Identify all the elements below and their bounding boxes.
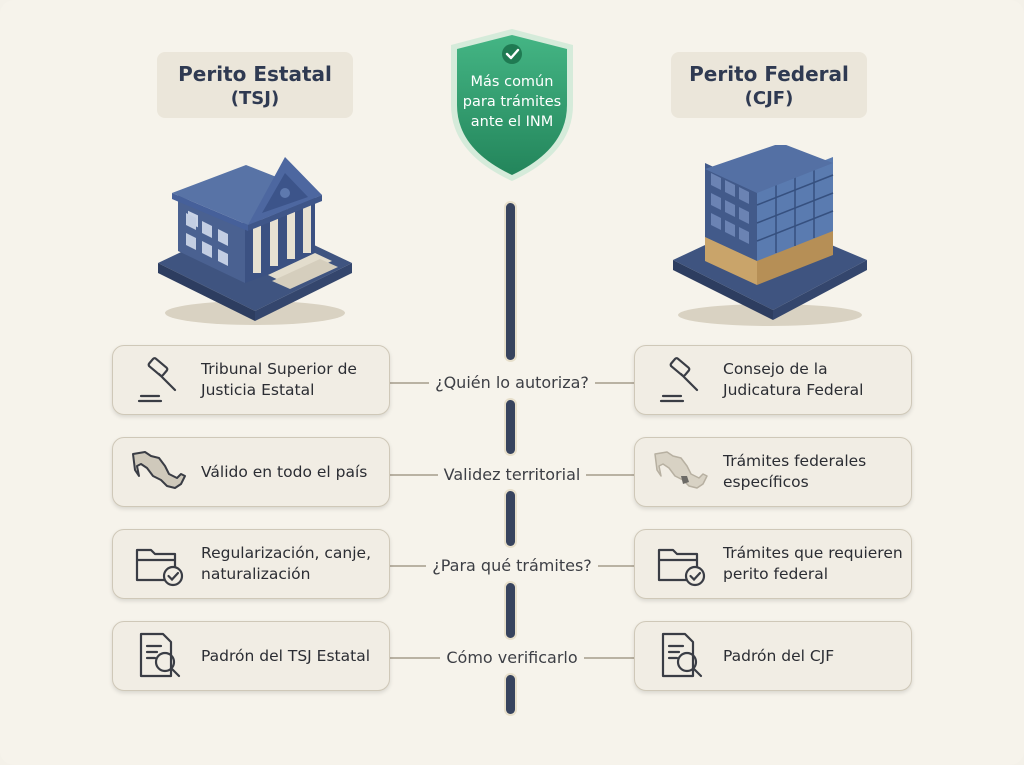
gavel-icon — [131, 352, 187, 408]
card-text-line-2: naturalización — [201, 565, 311, 583]
document-search-icon — [131, 628, 187, 684]
left-card-authority: Tribunal Superior de Justicia Estatal — [112, 345, 390, 415]
card-text-line-1: Trámites federales — [723, 452, 867, 470]
badge-line-3: ante el INM — [470, 114, 554, 130]
courthouse-building-icon — [158, 157, 352, 325]
card-text-line-1: Padrón del TSJ Estatal — [201, 646, 370, 665]
right-card-verification: Padrón del CJF — [634, 621, 912, 691]
criterion-label: ¿Quién lo autoriza? — [429, 372, 595, 392]
badge-line-2: para trámites — [462, 94, 562, 110]
card-text-line-1: Regularización, canje, — [201, 544, 371, 562]
title-perito-federal: Perito Federal (CJF) — [671, 52, 867, 118]
card-text-line-2: Judicatura Federal — [723, 381, 864, 399]
criterion-which-procedures: ¿Para qué trámites? — [390, 553, 634, 577]
card-text-line-1: Válido en todo el país — [201, 462, 368, 481]
mexico-map-icon — [653, 444, 709, 500]
right-card-procedures: Trámites que requieren perito federal — [634, 529, 912, 599]
shield-badge-text: Más común para trámites ante el INM — [445, 72, 579, 132]
left-card-verification: Padrón del TSJ Estatal — [112, 621, 390, 691]
card-text-line-2: específicos — [723, 473, 809, 491]
title-left-sub: (TSJ) — [230, 87, 280, 109]
criterion-territorial-validity: Validez territorial — [390, 462, 634, 486]
timeline-segment-4 — [506, 583, 515, 638]
right-card-validity: Trámites federales específicos — [634, 437, 912, 507]
mexico-map-icon — [131, 444, 187, 500]
card-text-line-1: Padrón del CJF — [723, 646, 835, 665]
timeline-segment-5 — [506, 675, 515, 714]
shield-badge-icon — [451, 29, 573, 181]
left-card-procedures: Regularización, canje, naturalización — [112, 529, 390, 599]
badge-line-1: Más común — [470, 74, 554, 90]
criterion-who-authorizes: ¿Quién lo autoriza? — [390, 370, 634, 394]
title-right-main: Perito Federal — [689, 61, 849, 86]
card-text-line-1: Tribunal Superior de — [201, 360, 357, 378]
title-left-main: Perito Estatal — [178, 61, 332, 86]
folder-check-icon — [131, 536, 187, 592]
card-text-line-1: Trámites que requieren — [723, 544, 903, 562]
criterion-label: ¿Para qué trámites? — [426, 555, 598, 575]
folder-check-icon — [653, 536, 709, 592]
right-card-authority: Consejo de la Judicatura Federal — [634, 345, 912, 415]
left-card-validity: Válido en todo el país — [112, 437, 390, 507]
timeline-segment-1 — [506, 203, 515, 360]
title-right-sub: (CJF) — [744, 87, 794, 109]
document-search-icon — [653, 628, 709, 684]
criterion-label: Cómo verificarlo — [440, 647, 584, 667]
criterion-how-to-verify: Cómo verificarlo — [390, 645, 634, 669]
timeline-segment-2 — [506, 400, 515, 454]
title-perito-estatal: Perito Estatal (TSJ) — [157, 52, 353, 118]
criterion-label: Validez territorial — [437, 464, 587, 484]
federal-office-building-icon — [673, 145, 867, 326]
gavel-icon — [653, 352, 709, 408]
card-text-line-2: Justicia Estatal — [201, 381, 315, 399]
card-text-line-2: perito federal — [723, 565, 829, 583]
card-text-line-1: Consejo de la — [723, 360, 828, 378]
timeline-segment-3 — [506, 491, 515, 546]
